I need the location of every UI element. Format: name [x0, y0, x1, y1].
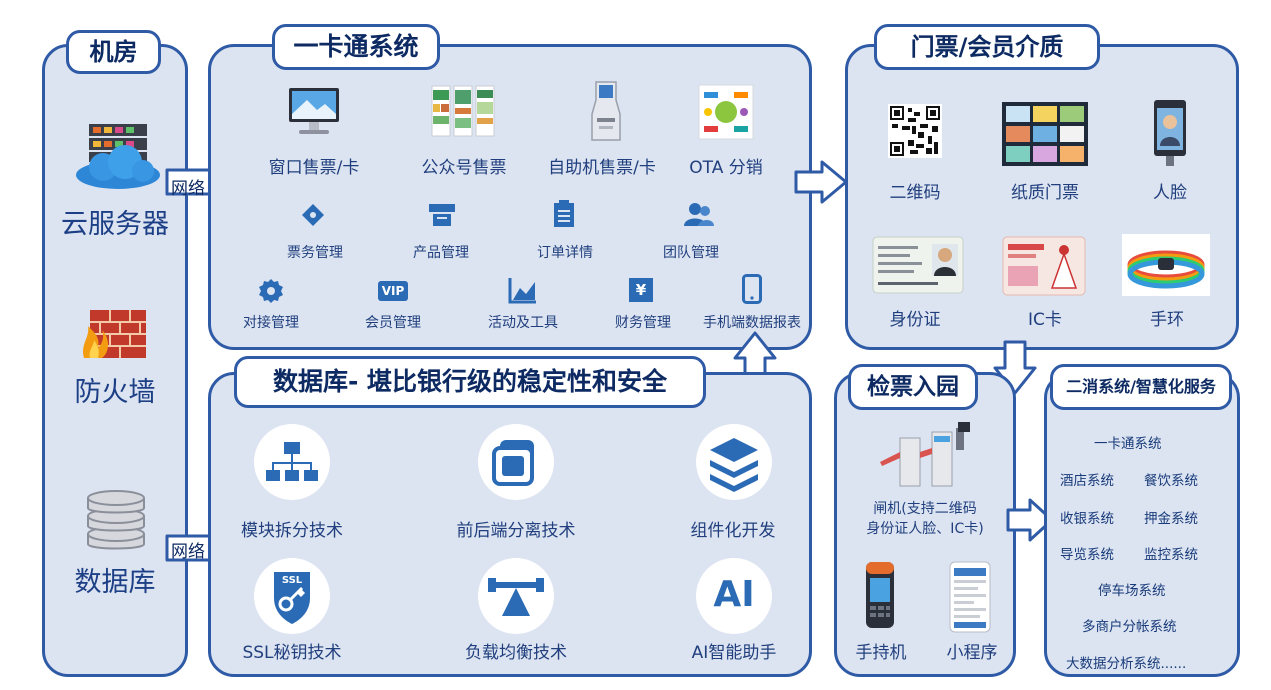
media-label-wristband: 手环: [1150, 310, 1184, 330]
ic-card-icon: [1002, 236, 1086, 296]
product-management-icon: [429, 204, 455, 226]
machine-room-title: 机房: [66, 30, 161, 74]
checkin-title: 检票入园: [848, 364, 978, 410]
mobile-report-icon: [742, 274, 762, 304]
miniprogram-label: 小程序: [946, 643, 998, 663]
ssl-text: SSL: [281, 575, 303, 586]
media-label-qrcode: 二维码: [889, 183, 941, 203]
ssl-shield-key-icon: [274, 572, 310, 624]
firewall-label: 防火墙: [74, 377, 156, 408]
module-label-finance: 财务管理: [615, 315, 671, 331]
integration-gear-icon: [259, 279, 283, 303]
stacked-layers-icon: [710, 438, 758, 492]
ota-distribution-icon: [698, 84, 754, 140]
gate-label-line1: 闸机(支持二维码: [873, 501, 977, 517]
module-label-order: 订单详情: [537, 245, 593, 261]
channel-label-window: 窗口售票/卡: [268, 158, 360, 178]
component-dev-circle: [696, 424, 772, 500]
ssl-key-circle: SSL: [254, 558, 330, 634]
tech-label-ai: AI智能助手: [691, 643, 777, 663]
network-label-top: 网络: [171, 179, 205, 199]
service-item-monitor: 监控系统: [1144, 547, 1198, 563]
load-balance-circle: [478, 558, 554, 634]
service-item-parking: 停车场系统: [1098, 583, 1166, 599]
tech-label-frontend-backend: 前后端分离技术: [456, 521, 576, 541]
id-card-icon: [872, 236, 964, 294]
handheld-label: 手持机: [855, 643, 907, 663]
channel-label-ota: OTA 分销: [689, 158, 763, 178]
qr-code-icon: [888, 104, 942, 158]
module-label-activity: 活动及工具: [488, 315, 558, 331]
service-item-multi-merchant: 多商户分帐系统: [1082, 619, 1177, 635]
tech-label-ssl: SSL秘钥技术: [242, 643, 342, 663]
wechat-ticket-phones-icon: [431, 85, 495, 137]
media-label-face: 人脸: [1153, 183, 1187, 203]
arrow-to-media: [794, 160, 848, 204]
module-label-ticket: 票务管理: [287, 245, 343, 261]
ticket-window-pc-icon: [289, 88, 339, 134]
module-label-mobile-report: 手机端数据报表: [703, 315, 801, 331]
self-service-kiosk-icon: [591, 81, 621, 141]
service-item-deposit: 押金系统: [1144, 511, 1198, 527]
service-item-hotel: 酒店系统: [1060, 473, 1114, 489]
module-label-team: 团队管理: [663, 245, 719, 261]
cloud-server-icon: [76, 124, 160, 189]
balance-icon: [488, 578, 544, 616]
ai-icon: AI: [713, 574, 755, 615]
services-title: 二消系统/智慧化服务: [1050, 364, 1232, 410]
arrow-to-services: [1006, 498, 1054, 542]
media-title: 门票/会员介质: [874, 24, 1100, 70]
mini-program-phone-icon: [949, 561, 991, 633]
service-item-big-data: 大数据分析系统......: [1066, 656, 1187, 672]
media-label-paper: 纸质门票: [1011, 183, 1079, 203]
media-panel: [845, 44, 1239, 350]
module-split-circle: [254, 424, 330, 500]
module-label-integration: 对接管理: [243, 315, 299, 331]
tech-label-load-balance: 负载均衡技术: [465, 643, 567, 663]
team-management-icon: [684, 203, 714, 226]
firewall-icon: [83, 310, 146, 358]
ai-assistant-circle: AI: [696, 558, 772, 634]
turnstile-gate-icon: [880, 422, 970, 487]
finance-icon: ¥: [629, 278, 653, 302]
activity-chart-icon: [508, 278, 536, 304]
hierarchy-icon: [266, 442, 318, 481]
database-icon: [87, 490, 145, 550]
channel-label-kiosk: 自助机售票/卡: [548, 158, 656, 178]
network-label-bottom: 网络: [171, 542, 205, 562]
channel-label-wechat: 公众号售票: [421, 158, 507, 178]
service-item-guide: 导览系统: [1060, 547, 1114, 563]
database-label: 数据库: [74, 567, 156, 598]
paper-tickets-icon: [1002, 102, 1088, 166]
module-label-member: 会员管理: [365, 315, 421, 331]
service-item-catering: 餐饮系统: [1144, 473, 1198, 489]
frontend-backend-circle: [478, 424, 554, 500]
service-item-cashier: 收银系统: [1060, 511, 1114, 527]
ticket-management-icon: [302, 204, 324, 226]
face-recognition-icon: [1154, 100, 1186, 166]
tech-label-module-split: 模块拆分技术: [241, 521, 343, 541]
media-label-iccard: IC卡: [1028, 310, 1062, 330]
module-label-product: 产品管理: [413, 245, 469, 261]
tech-label-component: 组件化开发: [690, 521, 776, 541]
gate-label-line2: 身份证人脸、IC卡): [866, 521, 984, 537]
vip-icon: VIP: [378, 281, 408, 301]
cloud-server-label: 云服务器: [61, 209, 169, 240]
card-system-title: 一卡通系统: [272, 24, 440, 70]
layered-windows-icon: [492, 440, 534, 486]
media-label-idcard: 身份证: [889, 310, 941, 330]
wristband-icon: [1122, 234, 1210, 296]
database-title: 数据库- 堪比银行级的稳定性和安全: [234, 356, 706, 408]
handheld-device-icon: [866, 562, 894, 628]
service-item-card-system: 一卡通系统: [1094, 436, 1162, 452]
order-details-icon: [554, 200, 574, 227]
